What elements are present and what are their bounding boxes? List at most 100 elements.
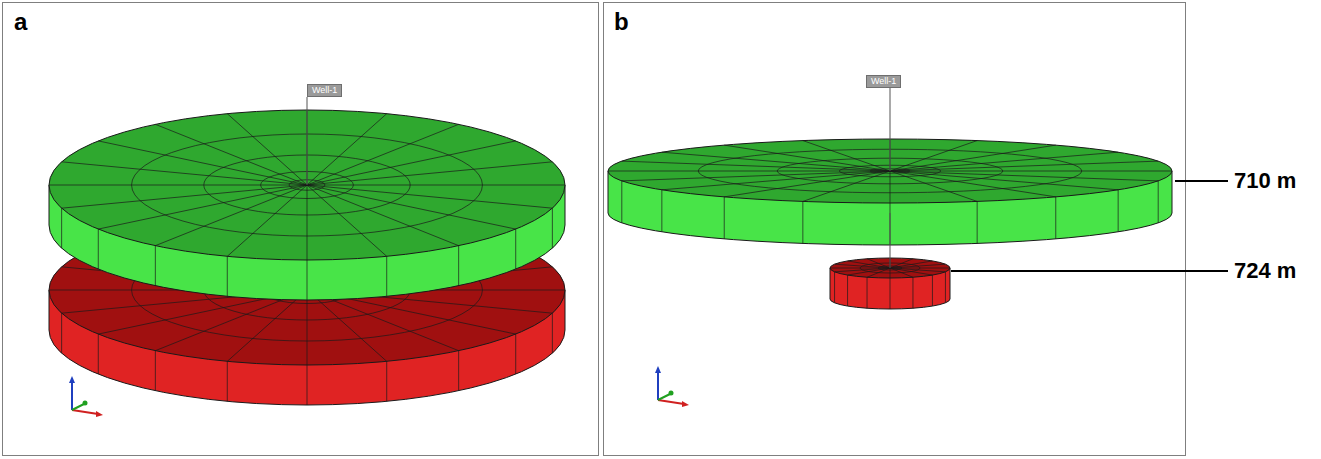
grid-line — [890, 152, 1118, 171]
grid-line — [608, 171, 890, 172]
grid-line — [62, 185, 307, 208]
grid-line — [515, 229, 516, 269]
axis-z — [657, 370, 659, 400]
grid-line — [912, 277, 913, 308]
grid-line — [724, 171, 890, 197]
grid-line — [890, 171, 1056, 197]
well-name: Well-1 — [871, 76, 896, 86]
grid-line — [227, 361, 228, 401]
grid-line — [307, 365, 308, 405]
grid-line — [155, 185, 307, 246]
grid-line — [662, 171, 890, 190]
grid-line — [724, 197, 725, 239]
axis-head — [96, 411, 103, 417]
grid-line — [227, 114, 307, 185]
grid-line — [307, 124, 459, 185]
well-line — [890, 88, 891, 171]
grid-line — [307, 185, 308, 260]
disc-side — [49, 290, 565, 405]
grid-line — [62, 162, 307, 185]
grid-line — [803, 141, 890, 171]
panel-frame — [3, 3, 599, 456]
axis-y — [658, 394, 670, 400]
grid-line — [977, 201, 978, 243]
grid-line — [890, 141, 977, 171]
grid-line — [98, 141, 307, 185]
grid-line — [155, 246, 156, 286]
grid-line — [98, 334, 99, 374]
axis-head — [669, 391, 674, 396]
depth-label: 710 m — [1234, 168, 1296, 194]
grid-line — [1158, 181, 1159, 223]
grid-line — [890, 171, 891, 203]
grid-line — [307, 290, 387, 361]
grid-line — [61, 313, 62, 353]
grid-line — [155, 351, 156, 391]
grid-line — [890, 171, 977, 201]
grid-line — [802, 201, 803, 243]
grid-line — [307, 185, 516, 229]
grid-line — [724, 145, 890, 171]
grid-line — [227, 256, 228, 296]
axis-head — [682, 401, 689, 407]
grid-line — [458, 246, 459, 286]
depth-label: 724 m — [1234, 258, 1296, 284]
panel-letter: a — [14, 8, 27, 36]
axis-x — [72, 410, 98, 414]
leader-line — [951, 270, 1228, 272]
panel-letter: b — [614, 8, 629, 36]
grid-line — [307, 141, 516, 185]
grid-line — [307, 114, 387, 185]
grid-line — [98, 185, 307, 229]
axis-head — [69, 376, 75, 383]
grid-line — [622, 171, 890, 181]
grid-line — [890, 171, 1158, 181]
grid-line — [552, 313, 553, 353]
well-line — [307, 97, 308, 185]
grid-line — [307, 260, 308, 300]
grid-line — [945, 272, 946, 303]
panel-frame — [604, 3, 1186, 456]
axis-x — [658, 400, 684, 404]
grid-line — [552, 208, 553, 248]
grid-line — [307, 162, 552, 185]
grid-line — [49, 185, 307, 186]
grid-line — [61, 208, 62, 248]
grid-line — [621, 181, 622, 223]
grid-line — [847, 275, 848, 306]
grid-line — [890, 278, 891, 309]
grid-line — [386, 256, 387, 296]
well-line — [890, 213, 891, 268]
grid-line — [932, 275, 933, 306]
grid-line — [803, 171, 890, 201]
axis-head — [655, 366, 661, 373]
grid-line — [622, 161, 890, 171]
disc-side — [49, 185, 565, 300]
grid-line — [1118, 190, 1119, 232]
grid-line — [890, 161, 1158, 171]
grid-line — [458, 351, 459, 391]
axis-head — [83, 401, 88, 406]
grid-line — [98, 229, 99, 269]
grid-line — [307, 290, 308, 365]
grid-line — [1055, 197, 1056, 239]
grid-line — [662, 152, 890, 171]
well-tag: Well-1 — [866, 75, 901, 88]
well-tag: Well-1 — [307, 84, 342, 97]
grid-line — [890, 171, 1118, 190]
axis-z — [71, 380, 73, 410]
grid-line — [386, 361, 387, 401]
grid-line — [307, 185, 565, 186]
grid-line — [890, 145, 1056, 171]
grid-line — [834, 272, 835, 303]
grid-line — [227, 290, 307, 361]
grid-line — [661, 190, 662, 232]
grid-line — [515, 334, 516, 374]
grid-line — [307, 185, 387, 256]
grid-line — [867, 277, 868, 308]
grid-line — [307, 185, 459, 246]
grid-line — [155, 124, 307, 185]
grid-line — [307, 185, 552, 208]
axis-y — [72, 404, 84, 410]
